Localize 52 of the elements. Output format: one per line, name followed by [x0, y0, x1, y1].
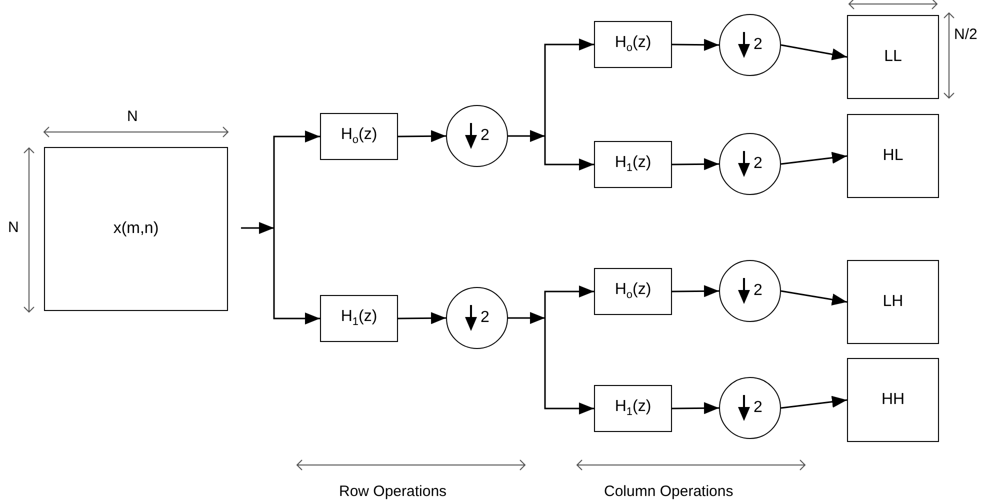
filter-box	[847, 358, 939, 442]
filter-box	[847, 114, 939, 198]
arrow	[544, 136, 594, 170]
block-label: H$_{1}$(z)	[614, 398, 652, 418]
dimension-label: N	[8, 220, 19, 235]
downsample-factor: 2	[754, 400, 762, 416]
block-label: x(m,n)	[113, 221, 159, 237]
block-label: HH	[881, 392, 905, 408]
downsample-factor: 2	[480, 128, 490, 144]
downsample-factor: 2	[754, 37, 762, 53]
arrow	[672, 38, 719, 51]
arrow	[544, 318, 594, 414]
image-block	[44, 147, 228, 311]
filter-box	[594, 21, 672, 68]
filter-box	[594, 141, 672, 188]
downsample-factor: 2	[480, 310, 490, 326]
arrow	[544, 286, 594, 318]
arrow	[398, 130, 446, 142]
dimension-label: N/2	[954, 27, 978, 42]
arrow	[241, 222, 274, 234]
filter-box	[320, 295, 398, 342]
block-label: H$_{o}$(z)	[614, 282, 652, 302]
block-label: LL	[884, 49, 902, 65]
arrow	[398, 312, 446, 324]
arrow	[780, 290, 848, 306]
filter-box	[594, 385, 672, 432]
arrow	[672, 285, 719, 298]
block-label: H$_{o}$(z)	[614, 34, 652, 54]
arrow	[544, 38, 594, 136]
block-label: HL	[882, 148, 904, 164]
arrow	[508, 312, 545, 324]
filter-box	[847, 260, 939, 344]
arrow	[780, 152, 848, 165]
arrow	[780, 44, 848, 60]
block-label: H$_{1}$(z)	[340, 308, 378, 328]
dimension-label: N	[127, 109, 138, 124]
arrow	[672, 402, 719, 414]
filter-box	[594, 268, 672, 315]
arrow	[672, 158, 719, 170]
arrow	[508, 130, 545, 142]
block-label: LH	[882, 294, 904, 310]
arrow	[780, 396, 848, 409]
filter-box	[320, 113, 398, 160]
block-label: H$_{1}$(z)	[614, 154, 652, 174]
arrow	[273, 130, 320, 228]
block-label: H$_{o}$(z)	[340, 126, 378, 146]
filter-box	[847, 15, 939, 99]
downsample-factor: 2	[754, 156, 762, 172]
downsample-factor: 2	[754, 283, 762, 299]
section-label: Column Operations	[604, 484, 734, 499]
section-label: Row Operations	[339, 484, 447, 499]
arrow	[273, 228, 320, 324]
